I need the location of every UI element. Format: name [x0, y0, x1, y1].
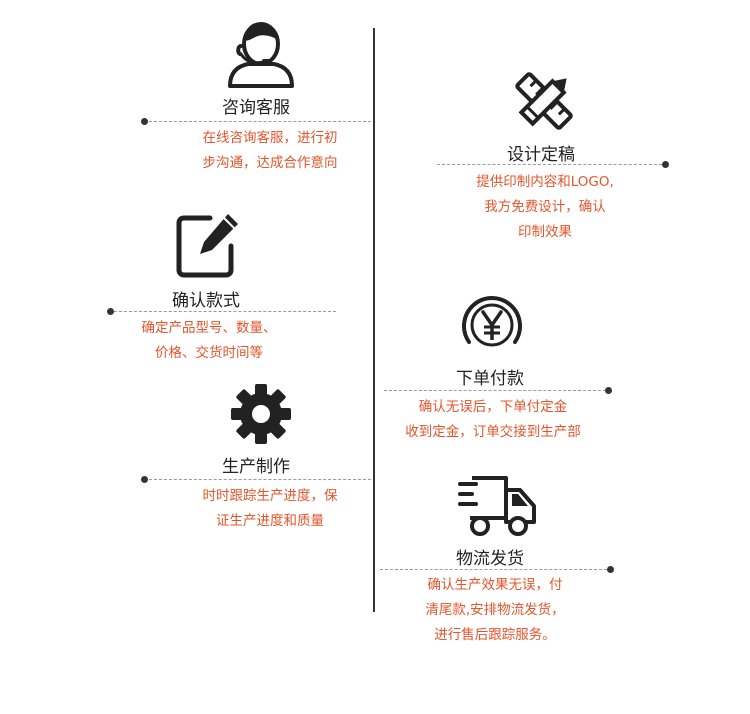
timeline-dot	[662, 161, 669, 168]
step-title: 咨询客服	[222, 98, 290, 118]
timeline-dot	[107, 308, 114, 315]
timeline-dot	[141, 476, 148, 483]
timeline-dot	[605, 387, 612, 394]
step-title: 下单付款	[456, 369, 524, 389]
step-title: 物流发货	[456, 549, 524, 569]
delivery-truck-icon	[458, 476, 538, 538]
step-description: 提供印制内容和LOGO, 我方免费设计，确认 印制效果	[476, 174, 614, 240]
step-description: 时时跟踪生产进度，保 证生产进度和质量	[202, 488, 338, 529]
step-title: 生产制作	[222, 457, 290, 477]
yen-coin-icon	[459, 294, 525, 356]
timeline-center-line	[373, 28, 375, 612]
edit-icon	[176, 212, 240, 278]
dashed-divider	[380, 569, 607, 570]
dashed-divider	[114, 311, 336, 312]
design-tools-icon	[508, 66, 580, 136]
step-description: 确认生产效果无误，付 清尾款,安排物流发货， 进行售后跟踪服务。	[425, 577, 565, 643]
step-description: 确定产品型号、数量、 价格、交货时间等	[141, 320, 277, 361]
dashed-divider	[149, 479, 371, 480]
dashed-divider	[437, 164, 662, 165]
step-title: 设计定稿	[507, 145, 575, 165]
customer-service-icon	[224, 20, 298, 88]
timeline-dot	[607, 566, 614, 573]
step-title: 确认款式	[172, 291, 240, 311]
step-description: 确认无误后，下单付定金 收到定金，订单交接到生产部	[405, 399, 581, 440]
dashed-divider	[149, 121, 371, 122]
gear-icon	[229, 382, 293, 446]
dashed-divider	[384, 390, 606, 391]
timeline-dot	[141, 118, 148, 125]
step-description: 在线咨询客服，进行初 步沟通，达成合作意向	[202, 130, 338, 171]
